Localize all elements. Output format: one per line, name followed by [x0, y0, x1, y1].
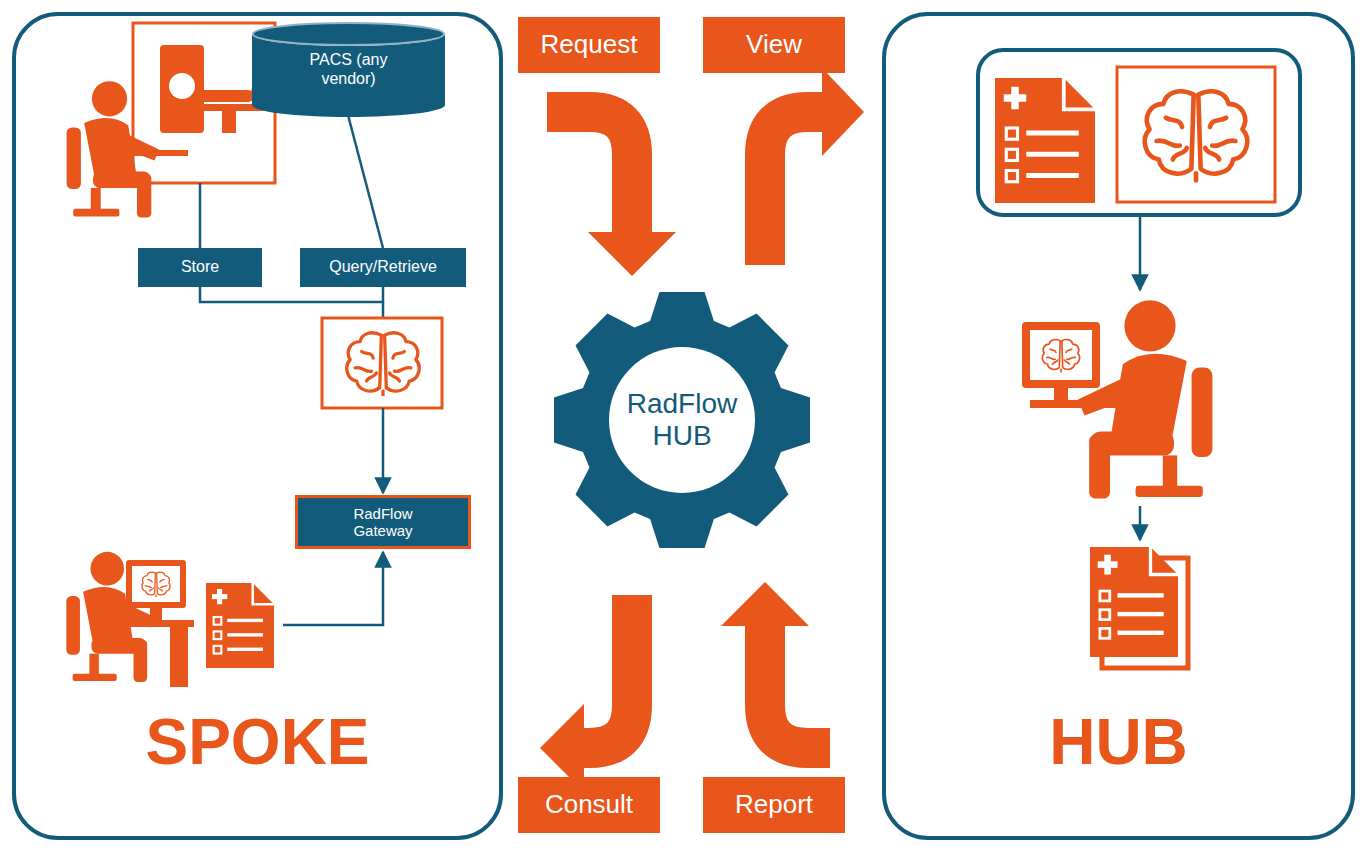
- node-label: RadFlow Gateway: [338, 505, 428, 540]
- ai-box: [322, 318, 442, 408]
- connector: [200, 287, 383, 302]
- store-box: Store: [138, 248, 262, 287]
- hub-panel: HUB: [882, 12, 1355, 840]
- modality-workstation: [67, 23, 275, 218]
- flow-tag: View: [703, 17, 845, 73]
- request-doc-icon: [995, 78, 1095, 203]
- flow-arrows: [540, 68, 864, 792]
- node-label: Request: [541, 30, 638, 60]
- spoke-panel: SPOKE PACS (any vendor) Store Query/Retriev…: [12, 12, 503, 840]
- panel-title: HUB: [1049, 706, 1188, 780]
- arrow: [382, 408, 385, 493]
- node-label: Query/Retrieve: [329, 258, 437, 276]
- wire: [199, 183, 202, 248]
- hub-gear: RadFlow HUB: [552, 290, 812, 550]
- node-label: PACS (any vendor): [294, 51, 404, 88]
- node-label: Report: [735, 790, 813, 820]
- pacs-cylinder: PACS (any vendor): [252, 22, 445, 117]
- node-label: View: [746, 30, 802, 60]
- brain-icon: [347, 333, 419, 396]
- arrow: [1139, 506, 1142, 540]
- panel-title: SPOKE: [145, 706, 369, 780]
- connector: [349, 117, 384, 248]
- arrow: [283, 552, 383, 625]
- radiologist-workstation: [1022, 300, 1212, 498]
- wire: [382, 302, 385, 318]
- brain-icon: [1145, 91, 1247, 180]
- image-box: [1117, 67, 1275, 202]
- flow-tag: Consult: [518, 777, 660, 833]
- flow-tag: Request: [518, 17, 660, 73]
- gateway-box: RadFlow Gateway: [295, 495, 471, 549]
- node-label: Store: [181, 258, 219, 276]
- study-box: [978, 50, 1300, 215]
- flow-tag: Report: [703, 777, 845, 833]
- report-icon: [1090, 547, 1188, 668]
- arrow: [1139, 215, 1142, 290]
- clinician-workstation: [66, 552, 274, 687]
- node-label: RadFlow HUB: [617, 388, 747, 452]
- query-box: Query/Retrieve: [300, 248, 466, 287]
- node-label: Consult: [545, 790, 633, 820]
